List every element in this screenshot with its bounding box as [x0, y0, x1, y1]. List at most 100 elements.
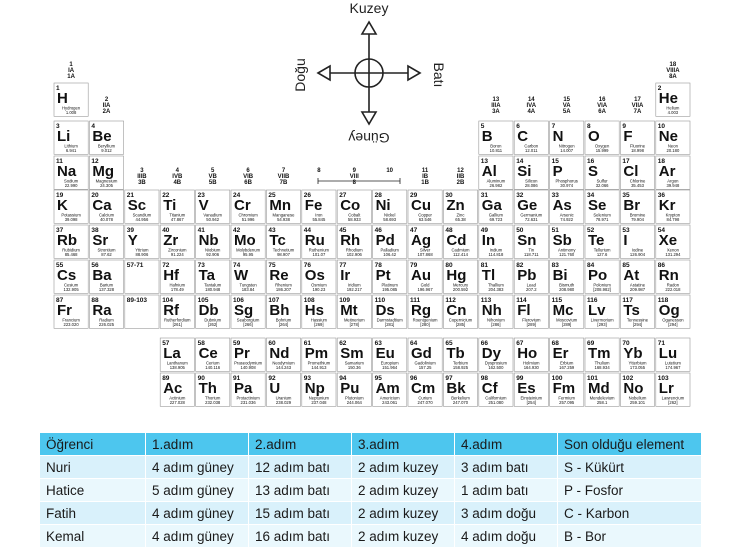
- element-box: [159, 372, 195, 407]
- group-label-line: 4B: [173, 180, 181, 186]
- placeholder-label: 57-71: [127, 262, 144, 269]
- element-symbol: Db: [199, 302, 219, 319]
- atomic-mass: 209.987: [630, 287, 646, 292]
- element-symbol: Ga: [482, 197, 503, 214]
- element-symbol: Cf: [482, 380, 499, 397]
- element-box: [549, 224, 585, 259]
- element-symbol: V: [199, 197, 209, 214]
- atomic-mass: 4.003: [668, 110, 679, 115]
- atomic-number: 83: [552, 262, 560, 269]
- element-box: [620, 224, 655, 259]
- atomic-mass: 30.974: [560, 183, 573, 188]
- element-symbol: Dy: [482, 345, 502, 362]
- atomic-number: 41: [198, 227, 206, 234]
- element-box: [620, 120, 655, 155]
- atomic-number: 4: [91, 123, 95, 130]
- element-symbol: Th: [199, 380, 217, 397]
- atomic-number: 98: [481, 375, 489, 382]
- atomic-number: 12: [91, 158, 99, 165]
- element-box: [89, 259, 124, 294]
- element-name: Thorium: [205, 396, 221, 401]
- element-box: [301, 372, 337, 407]
- element-box: [407, 337, 443, 372]
- element-symbol: Sr: [92, 232, 108, 249]
- element-box: [407, 189, 443, 224]
- element-name: Neodymium: [272, 361, 295, 366]
- element-box: [372, 189, 408, 224]
- student-name: Hatice: [39, 478, 146, 502]
- atomic-number: 46: [375, 227, 383, 234]
- element-name: Lawrencium: [662, 396, 685, 401]
- element-symbol: Fl: [517, 302, 530, 319]
- atomic-number: 18: [658, 158, 666, 165]
- atomic-mass: 24.305: [100, 183, 113, 188]
- element-box: [301, 259, 337, 294]
- element-box: [372, 337, 408, 372]
- group-label-line: IIA: [103, 103, 111, 109]
- atomic-mass: 55.845: [312, 217, 325, 222]
- element-box: [513, 294, 549, 329]
- atomic-mass: 227.028: [170, 400, 186, 405]
- atomic-mass: 137.328: [99, 287, 115, 292]
- atomic-number: 81: [481, 262, 489, 269]
- step-1-cell: 5 adım güney: [145, 478, 249, 502]
- element-symbol: Nb: [199, 232, 219, 249]
- atomic-number: 103: [658, 375, 669, 382]
- atomic-number: 78: [375, 262, 383, 269]
- atomic-mass: [294]: [633, 322, 642, 327]
- atomic-number: 2: [658, 85, 662, 92]
- header-step-1: 1.adım: [145, 432, 249, 456]
- element-name: Phosphorus: [556, 179, 578, 184]
- element-symbol: He: [659, 90, 678, 107]
- step-2-cell: 15 adım batı: [248, 501, 352, 525]
- element-symbol: Co: [340, 197, 360, 214]
- group-label-line: 1A: [67, 74, 75, 80]
- element-symbol: Pm: [305, 345, 328, 362]
- element-name: Francium: [62, 318, 80, 323]
- atomic-mass: 127.6: [597, 252, 608, 257]
- element-box: [549, 189, 585, 224]
- atomic-number: 66: [481, 340, 489, 347]
- atomic-mass: 231.036: [241, 400, 257, 405]
- atomic-number: 50: [516, 227, 524, 234]
- element-box: [478, 189, 514, 224]
- element-symbol: Mo: [234, 232, 256, 249]
- element-box: [336, 259, 372, 294]
- atomic-mass: [254]: [527, 400, 536, 405]
- table-row: Nuri 4 adım güney 12 adım batı 2 adım ku…: [39, 455, 702, 479]
- element-box: [549, 120, 585, 155]
- atomic-number: 111: [410, 297, 421, 304]
- atomic-number: 21: [127, 192, 135, 199]
- group-labels: 1IA1A2IIA2A3IIIB3B4IVB4B5VB5B6VIB6B7VIIB…: [67, 62, 680, 186]
- atomic-mass: 244.064: [347, 400, 363, 405]
- group-label-line: 17: [634, 97, 641, 103]
- element-box: [620, 372, 655, 407]
- atomic-number: 102: [622, 375, 633, 382]
- group-label-line: VIA: [597, 103, 608, 109]
- group-label-line: 8: [353, 180, 357, 186]
- element-symbol: Rf: [163, 302, 180, 319]
- element-box: [372, 294, 408, 329]
- element-box: [513, 372, 549, 407]
- atomic-mass: 167.259: [559, 365, 575, 370]
- element-name: Cesium: [64, 283, 79, 288]
- atomic-mass: 126.904: [630, 252, 646, 257]
- atomic-number: 96: [410, 375, 418, 382]
- element-name: Copernicium: [449, 318, 473, 323]
